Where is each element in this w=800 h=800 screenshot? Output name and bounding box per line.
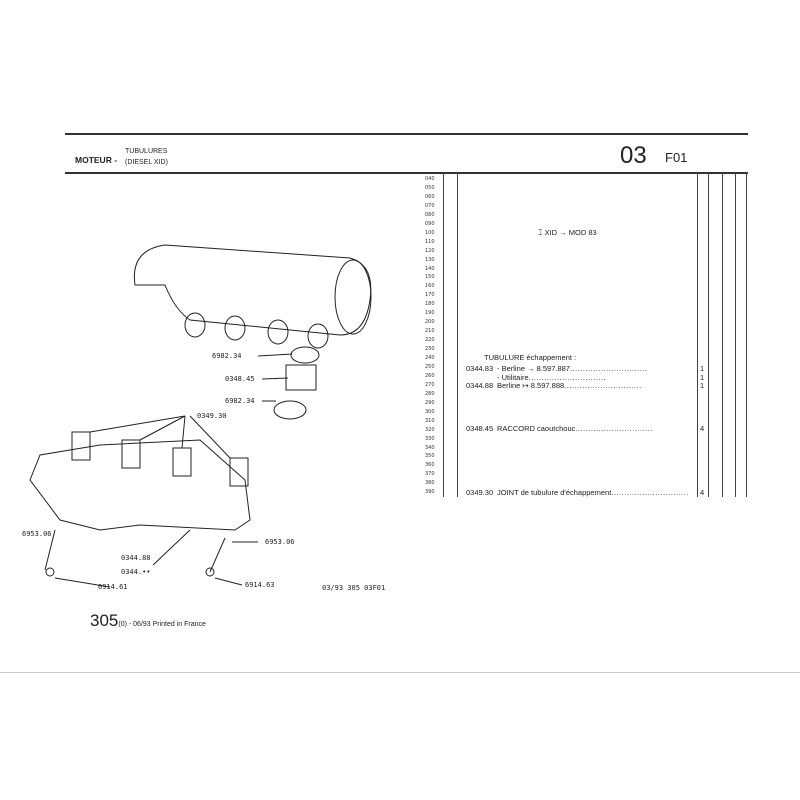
row-number: 360 xyxy=(425,462,435,469)
part-qty: 1 xyxy=(700,381,705,390)
row-number: 120 xyxy=(425,247,435,254)
row-number: 170 xyxy=(425,292,435,299)
column-divider xyxy=(697,172,698,497)
row-number: 300 xyxy=(425,408,435,415)
label-bolt-left: 6914.61 xyxy=(98,583,128,591)
row-number: 340 xyxy=(425,444,435,451)
row-number: 040 xyxy=(425,176,435,182)
part-desc: JOINT de tubulure d'échappement xyxy=(497,488,612,497)
applicability-note: ⌶ XID → MOD 83 xyxy=(538,228,597,237)
part-ref: 0349.30 xyxy=(466,488,494,497)
section-title: MOTEUR - xyxy=(75,155,118,165)
part-desc: - Utilitaire xyxy=(497,373,529,382)
row-number: 230 xyxy=(425,346,435,353)
row-number: 060 xyxy=(425,193,435,200)
column-divider xyxy=(746,172,747,497)
row-number: 180 xyxy=(425,301,435,308)
row-number: 080 xyxy=(425,211,435,218)
part-ref: 0344.88 xyxy=(466,381,494,390)
row-number: 070 xyxy=(425,202,435,209)
row-number: 270 xyxy=(425,381,435,388)
row-number: 250 xyxy=(425,363,435,370)
row-number: 220 xyxy=(425,337,435,344)
row-number: 320 xyxy=(425,426,435,433)
subtitle-1: TUBULURES xyxy=(125,148,168,155)
row-number: 370 xyxy=(425,471,435,478)
subtitle-2: (DIESEL XID) xyxy=(125,159,168,166)
row-number: 290 xyxy=(425,399,435,406)
label-hose: 0348.45 xyxy=(225,375,255,383)
label-clamp-top: 6982.34 xyxy=(212,352,242,360)
group-number: 03 xyxy=(620,142,647,169)
part-row: - Utilitaire............................… xyxy=(497,373,607,382)
row-number: 090 xyxy=(425,220,435,227)
label-gasket: 0349.30 xyxy=(197,412,227,420)
row-number: 100 xyxy=(425,229,435,236)
row-number: 190 xyxy=(425,310,435,317)
part-qty: 1 xyxy=(700,373,705,382)
part-desc: - Berline → 8.597.887 xyxy=(497,364,570,373)
column-divider xyxy=(722,172,723,497)
reference-code: 03/93 305 03F01 xyxy=(322,584,386,592)
part-qty: 4 xyxy=(700,424,705,433)
exploded-diagram xyxy=(29,244,372,588)
leader-lines xyxy=(54,353,293,588)
part-row: 0344.83- Berline → 8.597.887............… xyxy=(466,364,648,373)
part-qty: 1 xyxy=(700,364,705,373)
part-ref: 0344.83 xyxy=(466,364,494,373)
part-desc: Berline ↦ 8.597.888 xyxy=(497,381,565,390)
label-nut-left: 6953.06 xyxy=(22,530,52,538)
row-number: 350 xyxy=(425,453,435,460)
row-number: 310 xyxy=(425,417,435,424)
manifold-drawing xyxy=(29,415,251,577)
column-divider xyxy=(708,172,709,497)
applicability-text: XID → MOD 83 xyxy=(544,228,597,237)
header-rule xyxy=(65,172,748,174)
hose-and-clamps xyxy=(273,346,320,420)
row-number: 280 xyxy=(425,390,435,397)
row-number: 380 xyxy=(425,480,435,487)
row-number: 160 xyxy=(425,283,435,290)
row-number: 150 xyxy=(425,274,435,281)
row-number: 130 xyxy=(425,256,435,263)
row-number: 390 xyxy=(425,489,435,496)
part-desc: RACCORD caoutchouc xyxy=(497,424,576,433)
label-nut-right: 6953.06 xyxy=(265,538,295,546)
label-manifold-2: 0344.•• xyxy=(121,568,151,576)
label-bolt-right: 6914.63 xyxy=(245,581,275,589)
top-rule xyxy=(65,133,748,135)
row-number: 330 xyxy=(425,435,435,442)
row-number: 050 xyxy=(425,184,435,191)
row-number: 260 xyxy=(425,372,435,379)
footer-model: 305 xyxy=(90,611,119,630)
part-qty: 4 xyxy=(700,488,705,497)
column-divider xyxy=(443,172,444,497)
row-number: 140 xyxy=(425,265,435,272)
part-ref: 0348.45 xyxy=(466,424,494,433)
footer: 305(0) - 06/93 Printed in France xyxy=(90,611,206,631)
tubulure-title: TUBULURE échappement : xyxy=(484,353,577,362)
label-clamp-bottom: 6982.34 xyxy=(225,397,255,405)
row-number: 200 xyxy=(425,319,435,326)
footer-edition: (0) - 06/93 Printed in France xyxy=(118,621,206,628)
column-divider xyxy=(457,172,458,497)
scan-edge xyxy=(0,672,800,673)
label-manifold-1: 0344.88 xyxy=(121,554,151,562)
row-number: 240 xyxy=(425,355,435,361)
row-number: 210 xyxy=(425,328,435,335)
row-number: 110 xyxy=(425,238,435,245)
column-divider xyxy=(735,172,736,497)
exhaust-pipe-drawing xyxy=(133,244,372,349)
plate-number: F01 xyxy=(665,150,688,165)
